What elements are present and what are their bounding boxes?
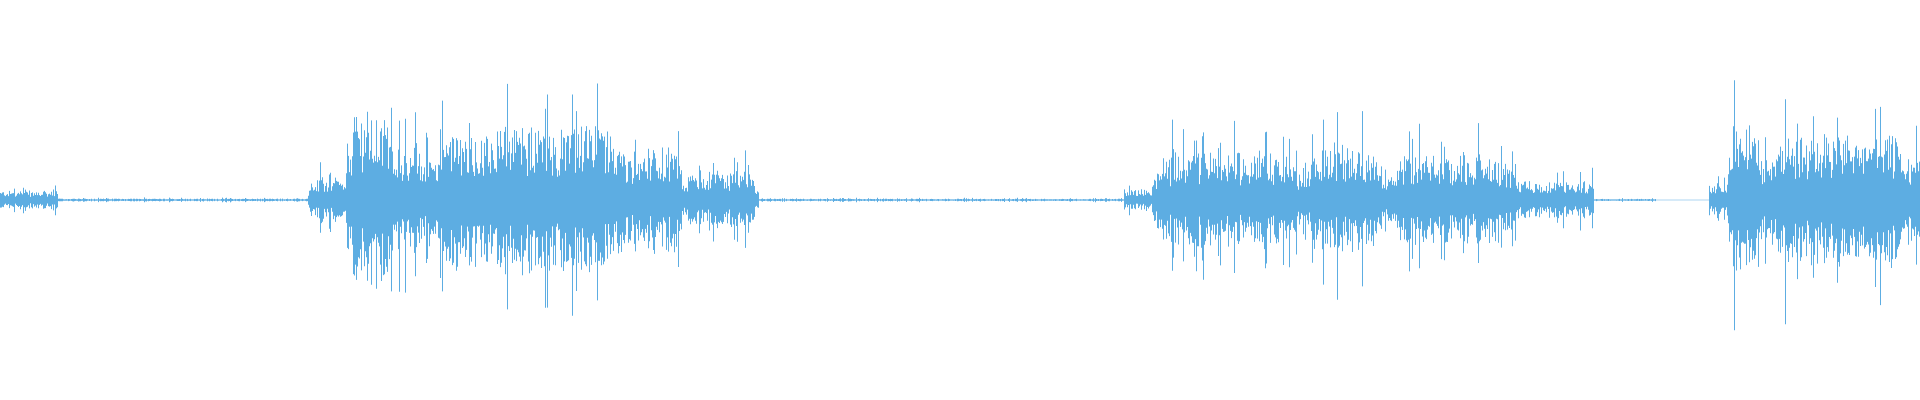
waveform-bars: [0, 80, 1920, 331]
waveform-signal: [0, 80, 1920, 331]
